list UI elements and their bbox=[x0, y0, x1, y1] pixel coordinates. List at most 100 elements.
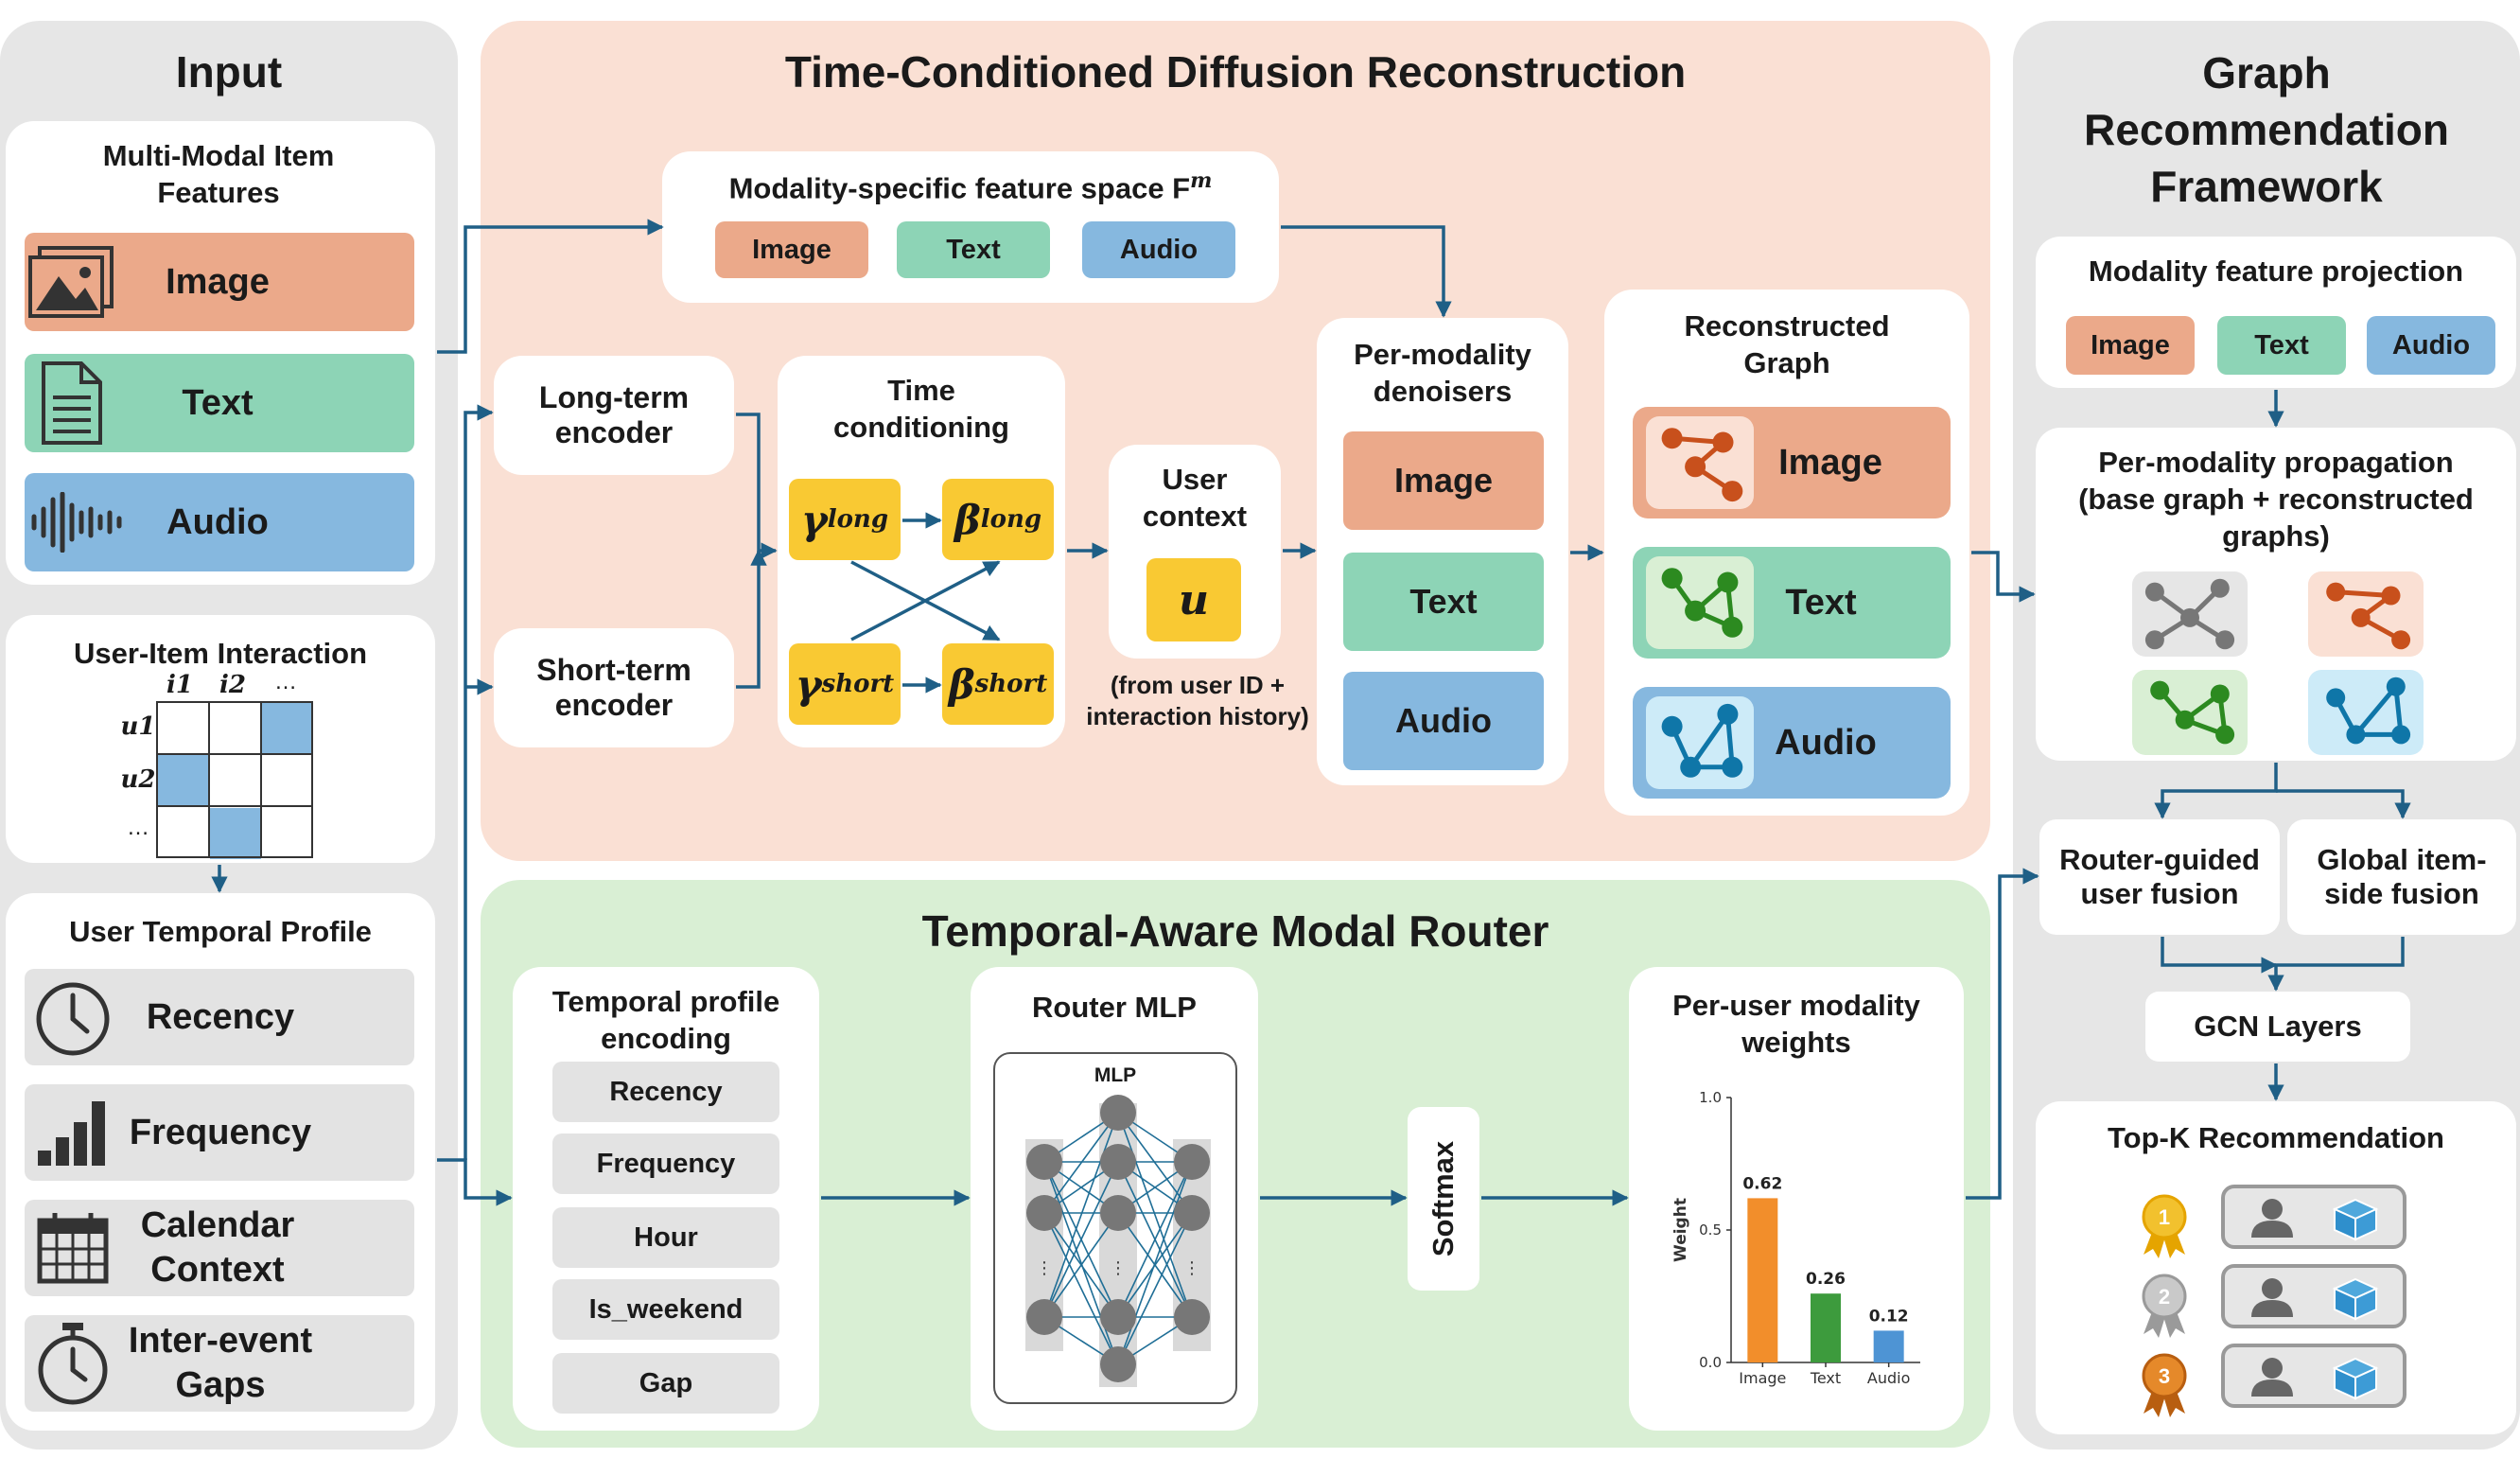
beta-short-sup: short bbox=[974, 670, 1048, 698]
matrix-row-u2: u2 bbox=[120, 765, 156, 794]
user-context-symbol: u bbox=[1146, 558, 1241, 641]
medal-3-icon: 3 bbox=[2142, 1353, 2187, 1417]
feature-space-title: Modality-specific feature space Fm bbox=[662, 168, 1279, 207]
bar-value-label: 0.26 bbox=[1806, 1270, 1846, 1289]
matrix-col-more: … bbox=[274, 669, 297, 694]
arrows bbox=[211, 219, 2411, 1206]
propagation-title: Per-modality propagation (base graph + r… bbox=[2078, 446, 2474, 553]
time-conditioning-title: Time conditioning bbox=[833, 374, 1009, 444]
user-context-note: (from user ID + interaction history) bbox=[1086, 671, 1309, 730]
arrow-input-to-encoding bbox=[437, 1158, 513, 1206]
gamma-long-sup: long bbox=[827, 505, 889, 534]
matrix-col-i1: i1 bbox=[166, 671, 193, 699]
interaction-title: User-Item Interaction bbox=[73, 637, 368, 670]
arrow-propagation-to-fusion-item bbox=[2276, 789, 2411, 819]
bar-value-label: 0.12 bbox=[1869, 1307, 1909, 1326]
diffusion-title: Time-Conditioned Diffusion Reconstructio… bbox=[784, 47, 1687, 97]
short-encoder-box: Short-term encoder bbox=[494, 628, 734, 747]
topk-title: Top-K Recommendation bbox=[2108, 1121, 2444, 1154]
user-icon bbox=[2251, 1358, 2293, 1397]
item-box-icon bbox=[2332, 1198, 2379, 1241]
input-text-label: Text bbox=[182, 382, 254, 423]
recon-audio-label: Audio bbox=[1775, 722, 1877, 763]
proj-image-chip: Image bbox=[2066, 316, 2195, 375]
profile-gaps-label: Inter-event Gaps bbox=[128, 1320, 313, 1406]
arrow-weights-to-fusion bbox=[1966, 868, 2039, 1200]
router-title: Temporal-Aware Modal Router bbox=[921, 906, 1549, 956]
interaction-matrix bbox=[155, 700, 314, 859]
bar-text bbox=[1811, 1293, 1841, 1362]
gamma-short-sup: short bbox=[821, 670, 895, 698]
svg-text:⋮: ⋮ bbox=[1036, 1258, 1053, 1278]
graph-title: Graph Recommendation Framework bbox=[2084, 48, 2449, 211]
x-tick-label: Text bbox=[1810, 1369, 1841, 1387]
bar-image bbox=[1747, 1198, 1778, 1362]
fusion-user-box: Router-guided user fusion bbox=[2039, 819, 2280, 935]
arrow-propagation-to-fusion-user bbox=[2154, 763, 2278, 819]
x-tick-label: Audio bbox=[1867, 1369, 1910, 1387]
propagation-card bbox=[2036, 428, 2516, 761]
features-title: Multi-Modal Item Features bbox=[102, 139, 335, 209]
bar-value-label: 0.62 bbox=[1742, 1174, 1782, 1193]
y-tick-label: 0.0 bbox=[1699, 1354, 1722, 1371]
bar-chart-icon bbox=[38, 1101, 105, 1166]
enc-recency: Recency bbox=[552, 1062, 779, 1122]
fs-audio-chip: Audio bbox=[1082, 221, 1235, 278]
profile-calendar-label: Calendar Context bbox=[140, 1204, 295, 1291]
medal-rank-2: 2 bbox=[2159, 1285, 2170, 1309]
prop-image-graph bbox=[2326, 582, 2411, 650]
medal-2-icon: 2 bbox=[2142, 1274, 2187, 1338]
waveform-icon bbox=[31, 492, 122, 553]
fs-text-chip: Text bbox=[897, 221, 1050, 278]
item-box-icon bbox=[2332, 1277, 2379, 1321]
beta-long-sup: long bbox=[980, 505, 1042, 534]
graph-glyphs bbox=[1646, 416, 2411, 789]
image-icon bbox=[28, 246, 114, 318]
recommendation-icons bbox=[2251, 1198, 2379, 1400]
input-audio-label: Audio bbox=[166, 501, 269, 542]
arrow-long-to-time bbox=[736, 413, 778, 559]
proj-text-chip: Text bbox=[2217, 316, 2346, 375]
proj-audio-chip: Audio bbox=[2367, 316, 2495, 375]
recon-image-graph bbox=[1661, 428, 1743, 502]
recon-audio-graph bbox=[1661, 703, 1743, 778]
x-tick-label: Image bbox=[1739, 1369, 1786, 1387]
prop-base-graph bbox=[2144, 578, 2235, 650]
fusion-item-box: Global item-side fusion bbox=[2287, 819, 2516, 935]
fs-image-chip: Image bbox=[715, 221, 868, 278]
arrow-short-to-time bbox=[736, 549, 767, 689]
mlp-inner-label: MLP bbox=[1094, 1064, 1137, 1086]
mlp-diagram-frame bbox=[993, 1052, 1237, 1404]
profile-frequency-label: Frequency bbox=[129, 1112, 312, 1152]
matrix-row-more: … bbox=[127, 815, 149, 840]
gcn-box: GCN Layers bbox=[2145, 992, 2410, 1062]
arrow-fusion-to-gcn bbox=[2267, 937, 2405, 992]
stopwatch-icon bbox=[38, 1323, 108, 1405]
user-icon bbox=[2251, 1199, 2293, 1238]
gamma-short-base: γ bbox=[795, 660, 822, 708]
item-box-icon bbox=[2332, 1357, 2379, 1400]
beta-short-base: β bbox=[948, 660, 975, 708]
medal-rank-3: 3 bbox=[2159, 1364, 2170, 1388]
user-icon bbox=[2251, 1278, 2293, 1317]
y-tick-label: 1.0 bbox=[1699, 1089, 1722, 1106]
weights-card bbox=[1629, 967, 1964, 1431]
recon-text-label: Text bbox=[1785, 582, 1857, 623]
mlp-network: ⋮⋮⋮ bbox=[1025, 1095, 1211, 1387]
gamma-long-base: γ bbox=[800, 496, 828, 543]
arrow-gamma-short-to-beta-long bbox=[850, 560, 1001, 641]
denoisers-title: Per-modality denoisers bbox=[1354, 338, 1531, 408]
arrow-fusion-user-merge bbox=[2161, 937, 2278, 974]
y-axis-label: Weight bbox=[1671, 1198, 1690, 1262]
y-tick-label: 0.5 bbox=[1699, 1221, 1722, 1239]
medal-1-icon: 1 bbox=[2142, 1194, 2187, 1258]
medals: 1 2 3 bbox=[2142, 1194, 2187, 1417]
arrow-recon-to-propagation bbox=[1971, 551, 2036, 603]
projection-title: Modality feature projection bbox=[2088, 255, 2464, 288]
medal-rank-1: 1 bbox=[2159, 1205, 2170, 1229]
